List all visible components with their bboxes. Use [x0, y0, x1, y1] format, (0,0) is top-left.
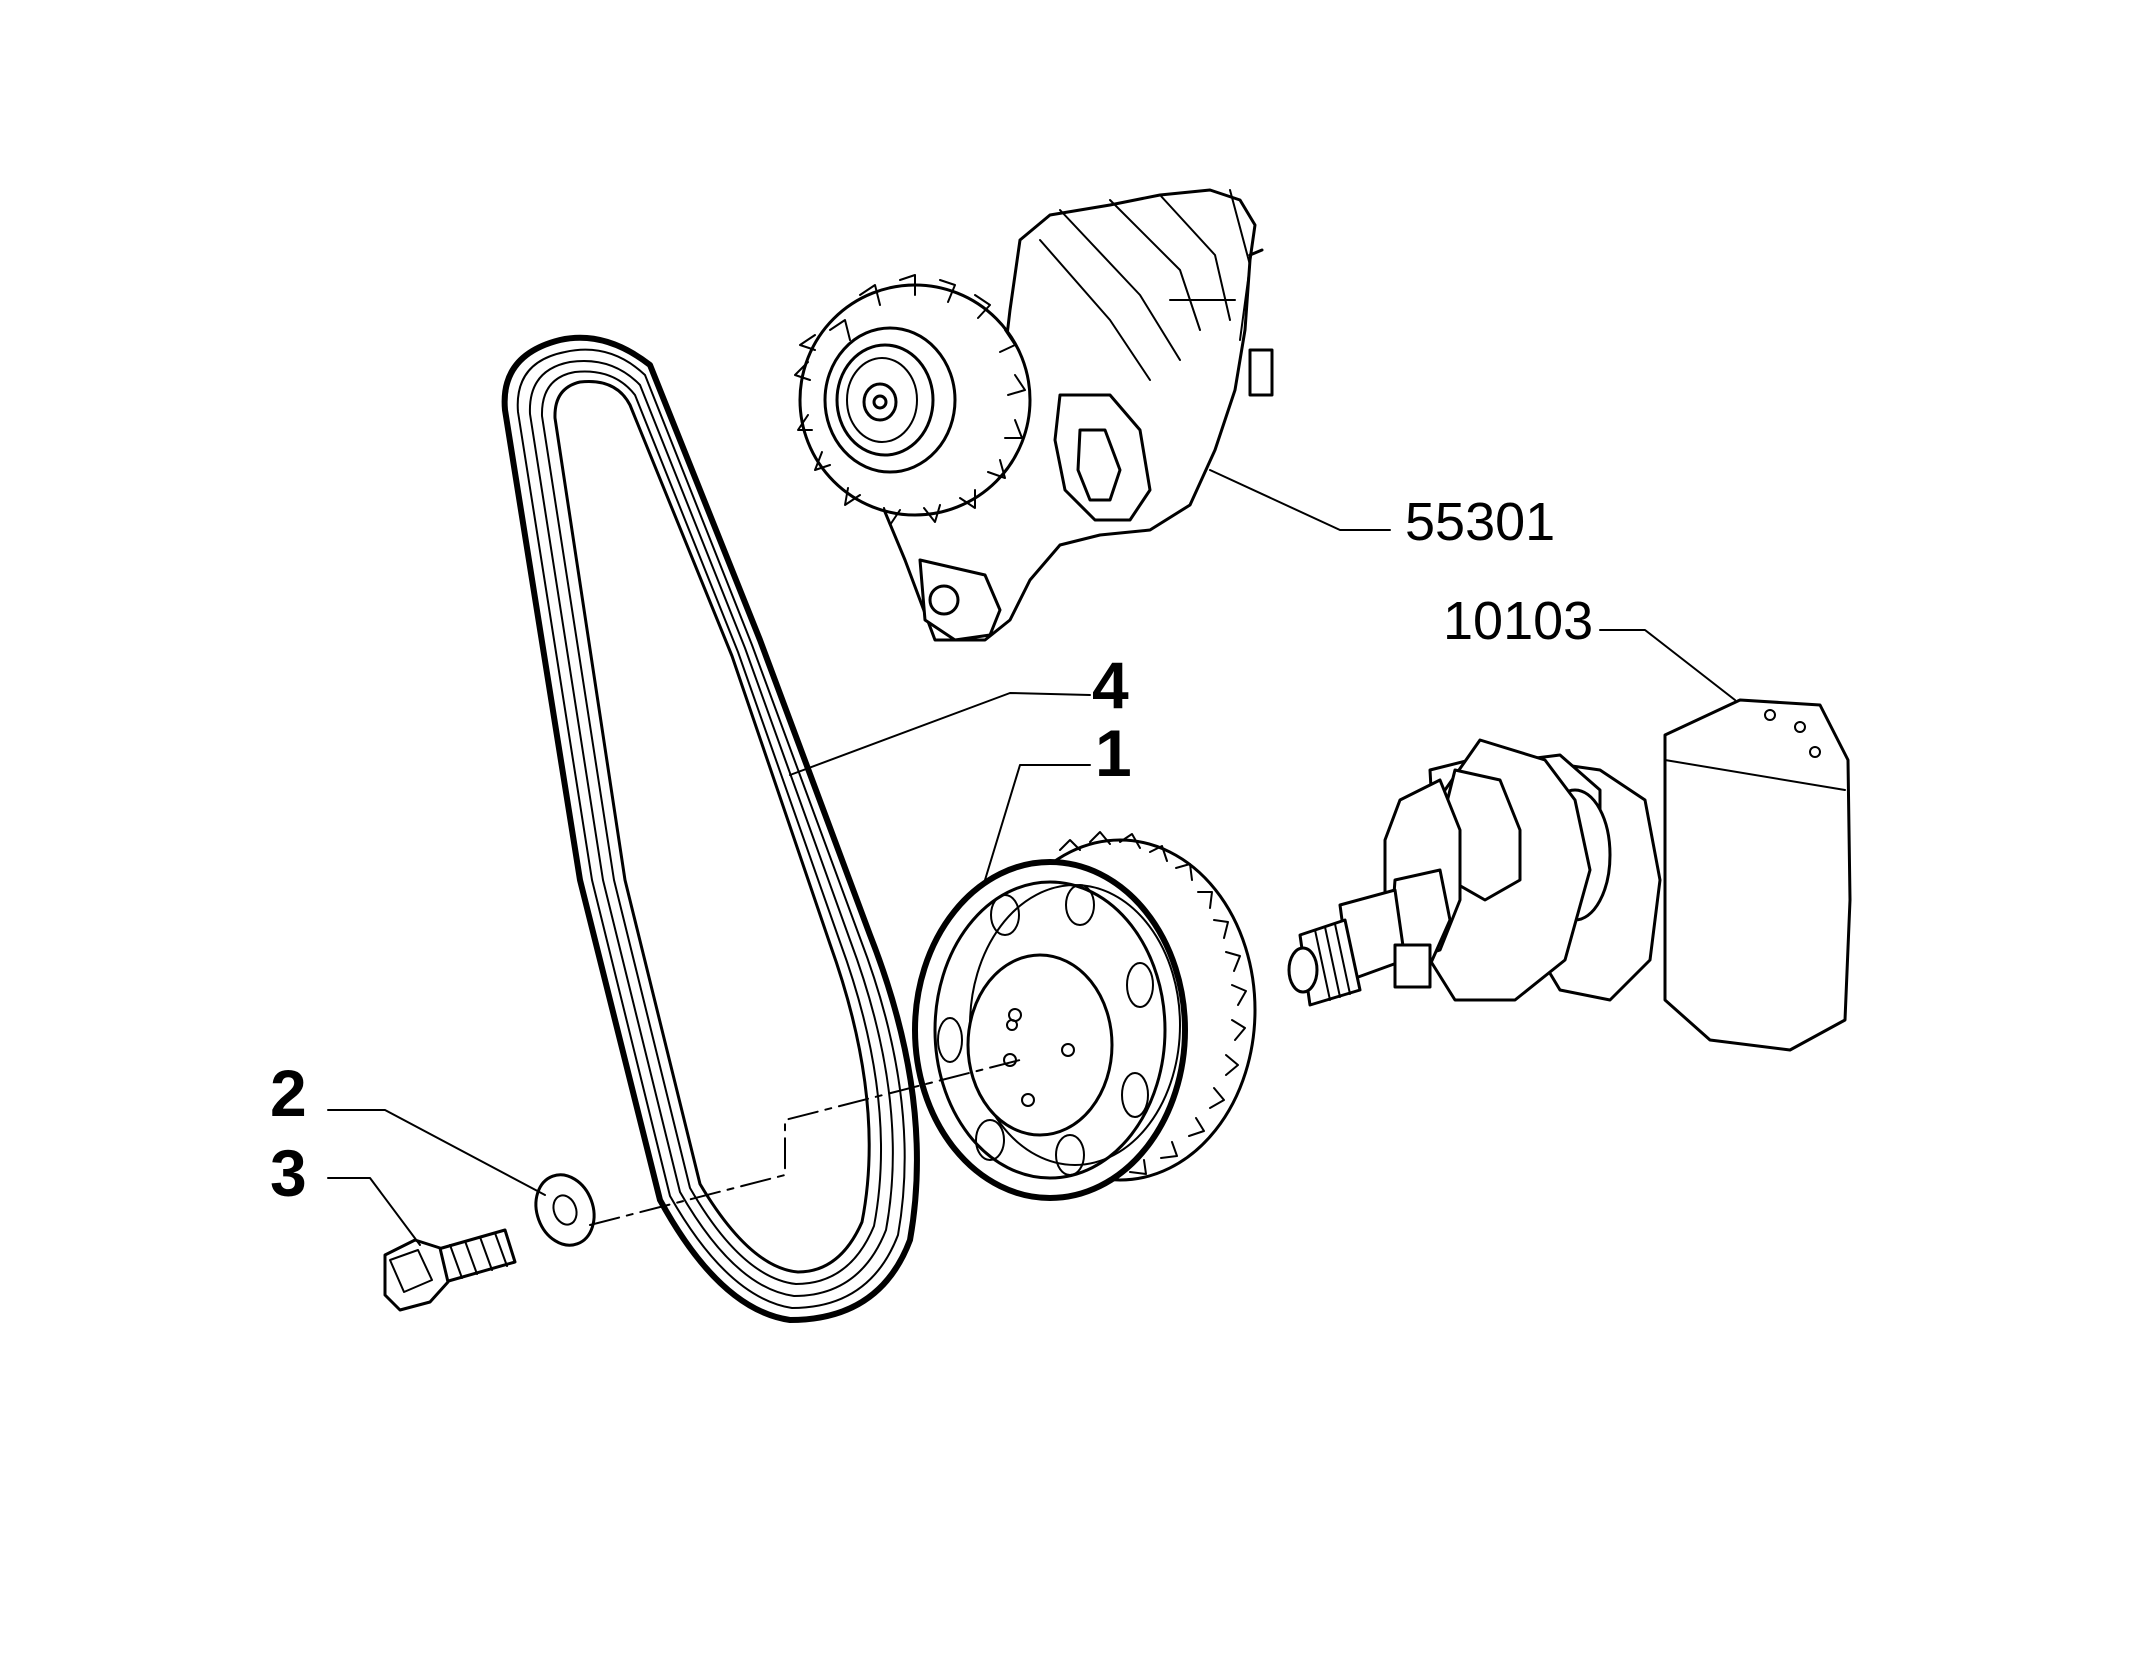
poly-v-belt [501, 334, 920, 1323]
callout-pulley: 1 [1095, 716, 1132, 790]
crankshaft [1287, 698, 1852, 1052]
callout-bolt: 3 [270, 1136, 307, 1210]
callout-crankshaft: 10103 [1443, 591, 1594, 651]
leader-line-washer [327, 1109, 546, 1196]
callout-belt: 4 [1092, 648, 1129, 722]
callout-washer: 2 [270, 1056, 307, 1130]
alternator [794, 188, 1274, 642]
callout-alternator: 55301 [1405, 492, 1556, 552]
leader-line-belt [789, 692, 1091, 776]
leader-line-alternator [1209, 469, 1391, 531]
leader-line-bolt [327, 1177, 421, 1246]
leader-line-crankshaft [1599, 629, 1736, 701]
washer [534, 1173, 596, 1247]
assembly-axis-line [589, 1059, 1021, 1226]
crankshaft-pulley [912, 831, 1257, 1201]
bolt [383, 1228, 517, 1312]
leader-line-pulley [984, 764, 1091, 881]
